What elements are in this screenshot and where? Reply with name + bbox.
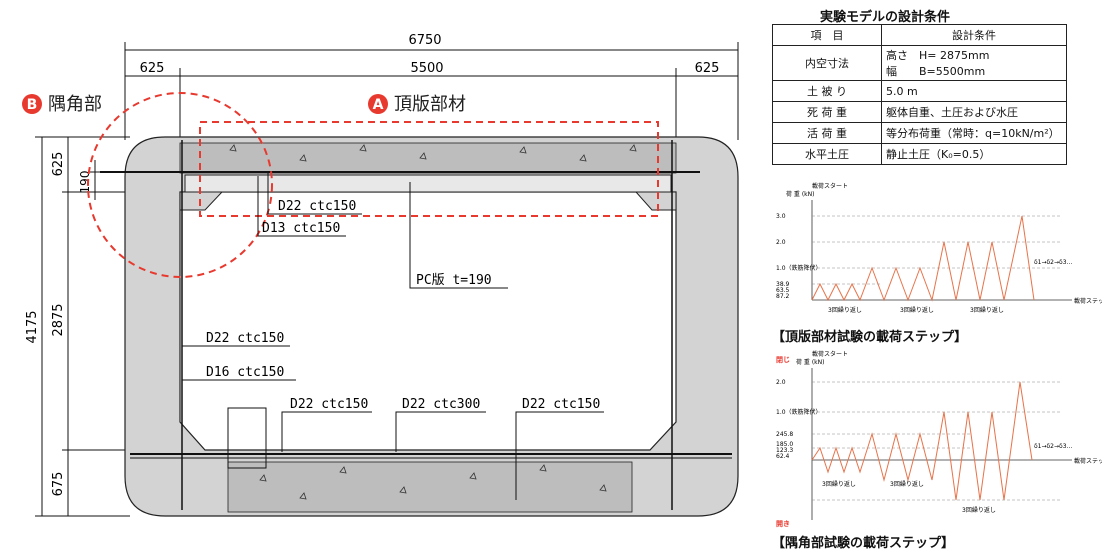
rebar-bottom-3: D22 ctc150 <box>522 397 600 412</box>
top-y-label: 38.9 <box>776 281 790 288</box>
table-row-item: 水平土圧 <box>772 143 882 165</box>
table-row-value: 躯体自重、土圧および水圧 <box>881 101 1067 123</box>
top-xaxis-label: 載荷ステップ <box>1074 297 1102 305</box>
corner-load-path <box>811 381 1033 501</box>
corner-close-label: 閉じ <box>776 355 790 364</box>
corner-repeat-label: 3回繰り返し <box>890 480 924 488</box>
table-row-value: 静止土圧（K₀=0.5） <box>881 143 1067 165</box>
corner-marker: B <box>27 97 38 113</box>
corner-start-label: 載荷スタート <box>812 350 848 358</box>
pc-slab-label: PC版 t=190 <box>416 273 492 288</box>
top-note: δ1→δ2→δ3… <box>1034 259 1073 266</box>
corner-chart-caption: 【隅角部試験の載荷ステップ】 <box>772 536 955 551</box>
rebar-wall-outer: D22 ctc150 <box>206 331 284 346</box>
top-slab-test-region <box>199 121 659 217</box>
top-repeat-label: 3回繰り返し <box>970 306 1004 314</box>
table-row-item: 土 被 り <box>772 80 882 102</box>
corner-test-region <box>87 92 273 278</box>
rebar-top-dist: D13 ctc150 <box>262 221 340 236</box>
corner-y-label: 185.0 <box>776 441 793 448</box>
top-load-path <box>811 215 1035 302</box>
corner-open-label: 開き <box>776 519 790 528</box>
top-repeat-label: 3回繰り返し <box>900 306 934 314</box>
top-y-label: 87.2 <box>776 293 790 300</box>
table-row-value: 幅 B=5500mm <box>886 65 986 78</box>
rebar-bottom-2: D22 ctc300 <box>402 397 480 412</box>
table-row-item: 死 荷 重 <box>772 101 882 123</box>
corner-y-label: 245.8 <box>776 431 793 438</box>
dim-overall-height: 4175 <box>25 310 40 343</box>
corner-y-label: 123.3 <box>776 447 793 454</box>
rebar-top-main: D22 ctc150 <box>278 199 356 214</box>
table-header-cond: 設計条件 <box>881 24 1067 46</box>
top-label: 頂版部材 <box>394 94 466 115</box>
dim-inner-span: 5500 <box>410 61 443 76</box>
table-row-item: 内空寸法 <box>772 45 882 81</box>
corner-note: δ1→δ2→δ3… <box>1034 443 1073 450</box>
table-header-item: 項 目 <box>772 24 882 46</box>
top-y-label: 1.0（鉄筋降伏） <box>776 264 822 272</box>
dim-bottom-slab: 675 <box>51 472 66 497</box>
table-row-value: 等分布荷重（常時：q=10kN/m²） <box>881 122 1067 144</box>
table-title: 実験モデルの設計条件 <box>820 10 951 25</box>
dim-pc-slab: 190 <box>78 171 92 194</box>
rebar-wall-inner: D16 ctc150 <box>206 365 284 380</box>
rebar-bottom-1: D22 ctc150 <box>290 397 368 412</box>
dim-top-slab: 625 <box>51 152 66 177</box>
corner-yaxis-label: 荷 重 (kN) <box>796 358 824 366</box>
table-row-value: 5.0 m <box>881 80 1067 102</box>
top-y-label: 2.0 <box>776 239 786 246</box>
corner-repeat-label: 3回繰り返し <box>962 506 996 514</box>
corner-load-step-chart: 閉じ 載荷スタート 荷 重 (kN) 載荷ステップ 2.0 1.0（鉄筋降伏） … <box>776 350 1102 528</box>
top-y-label: 3.0 <box>776 213 786 220</box>
dim-left-haunch: 625 <box>140 61 165 76</box>
dim-total: 6750 <box>408 33 441 48</box>
corner-y-label: 1.0（鉄筋降伏） <box>776 408 822 416</box>
top-load-step-chart: 載荷スタート 荷 重 (kN) 載荷ステップ 3.0 2.0 1.0（鉄筋降伏）… <box>776 182 1102 314</box>
top-start-label: 載荷スタート <box>812 182 848 190</box>
table-row-value: 高さ H= 2875mm <box>886 49 990 62</box>
corner-label: 隅角部 <box>48 94 102 115</box>
top-y-label: 63.5 <box>776 287 790 294</box>
corner-repeat-label: 3回繰り返し <box>822 480 856 488</box>
design-conditions-table: 項 目 設計条件 内空寸法 高さ H= 2875mm 幅 B=5500mm 土 … <box>772 24 1067 165</box>
corner-xaxis-label: 載荷ステップ <box>1074 457 1102 465</box>
corner-y-label: 62.4 <box>776 453 790 460</box>
dim-inner-height: 2875 <box>51 303 66 336</box>
top-chart-caption: 【頂版部材試験の載荷ステップ】 <box>772 330 968 345</box>
top-yaxis-label: 荷 重 (kN) <box>786 190 814 198</box>
top-marker: A <box>373 97 384 113</box>
table-row-item: 活 荷 重 <box>772 122 882 144</box>
corner-y-label: 2.0 <box>776 379 786 386</box>
box-culvert-drawing: 6750 625 5500 625 4175 625 190 2875 675 <box>22 33 739 517</box>
pc-slab <box>184 174 672 193</box>
top-repeat-label: 3回繰り返し <box>828 306 862 314</box>
dim-right-haunch: 625 <box>695 61 720 76</box>
